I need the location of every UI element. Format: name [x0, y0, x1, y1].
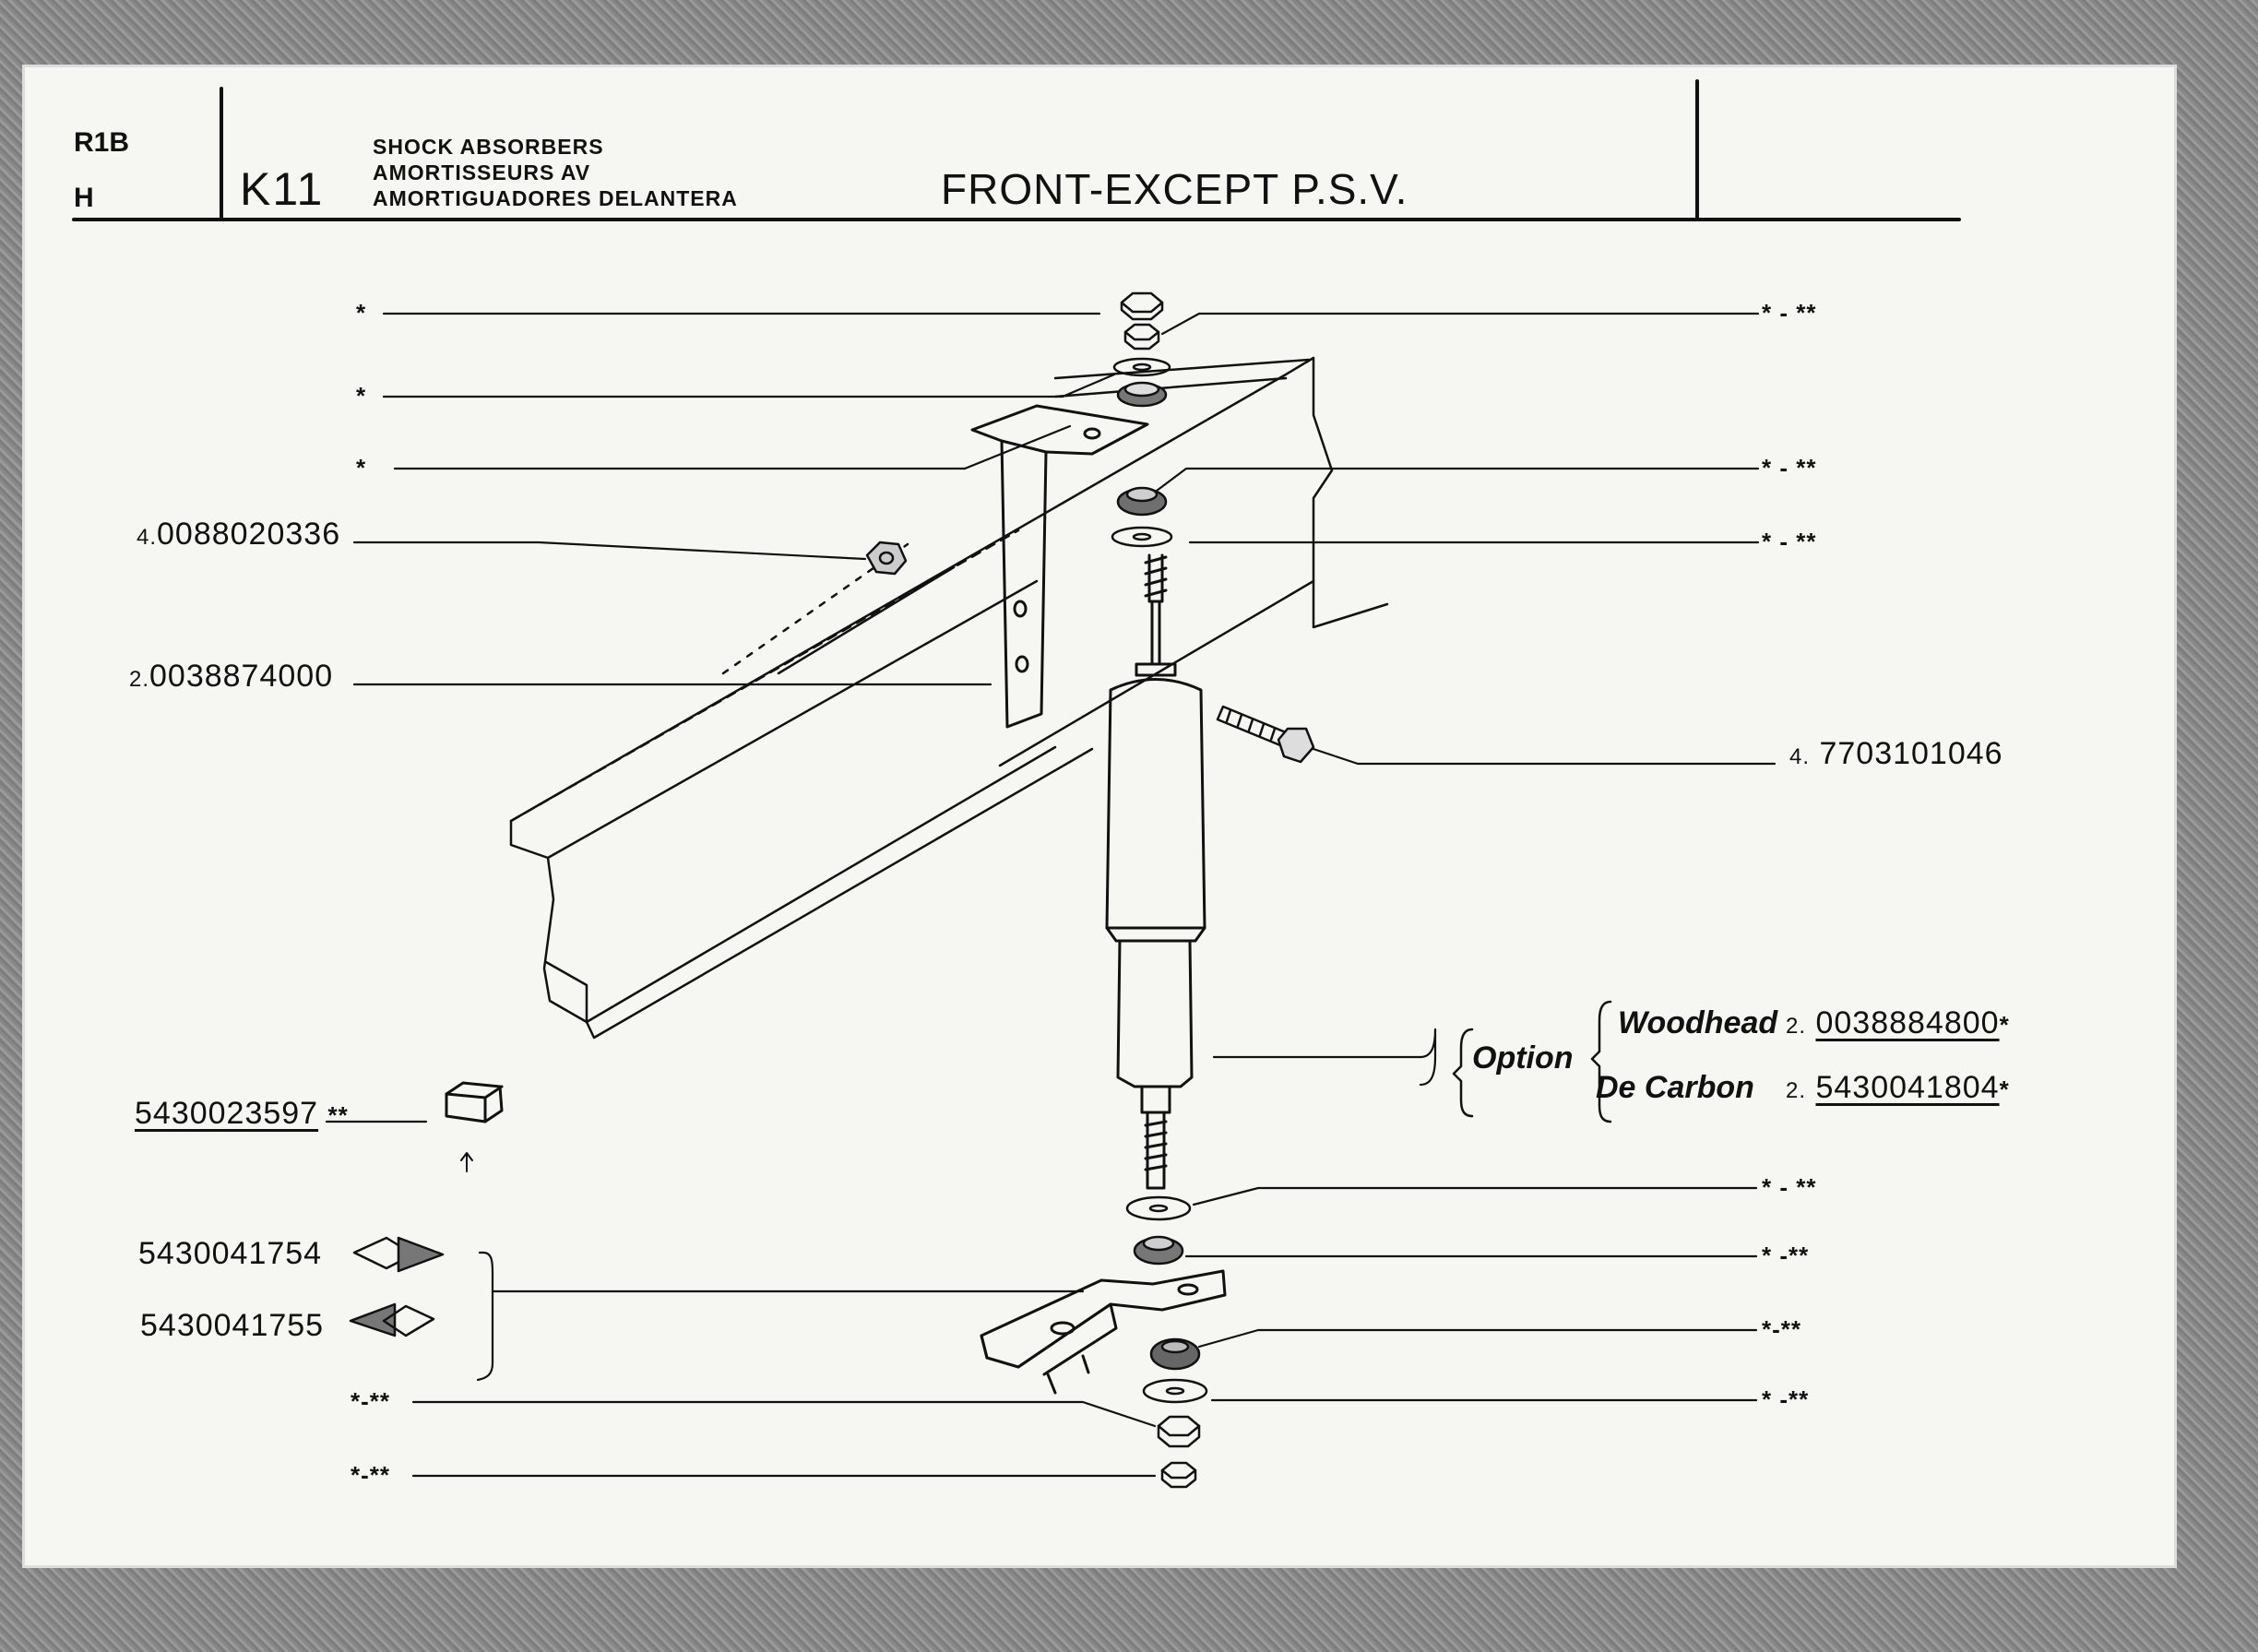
exploded-view-drawing	[72, 79, 1961, 1489]
part-number: 7703101046	[1819, 736, 2003, 771]
upper-bracket	[970, 404, 1149, 729]
part-number: 0088020336	[157, 517, 341, 552]
option-braces	[1452, 1000, 1612, 1123]
marker-left-1: *	[356, 299, 367, 327]
part-number: 0038884800	[1815, 1005, 2000, 1040]
part-label-bolt: 4. 7703101046	[1789, 738, 2003, 769]
part-qty: 2.	[129, 667, 150, 692]
lower-hardware-stack	[1125, 1195, 1208, 1489]
description-es: AMORTIGUADORES DELANTERA	[373, 186, 738, 210]
loose-nut	[865, 541, 908, 576]
marker-right-2: * - **	[1762, 454, 1817, 481]
part-label-rubber-block: 5430023597 **	[135, 1098, 349, 1129]
rubber-block	[445, 1081, 504, 1123]
part-mark: **	[327, 1101, 349, 1129]
chassis-member	[509, 356, 1389, 1040]
side-arrows	[349, 1236, 445, 1337]
marker-right-3: * - **	[1762, 528, 1817, 555]
option-maker-woodhead: Woodhead	[1618, 1005, 1778, 1040]
lower-bracket	[980, 1269, 1227, 1395]
marker-left-4: *-**	[351, 1387, 391, 1415]
upper-hardware-stack	[1111, 291, 1173, 548]
part-qty: 4.	[1789, 744, 1811, 769]
catalog-sheet: R1B H K11 SHOCK ABSORBERS AMORTISSEURS A…	[22, 65, 2177, 1568]
marker-left-3: *	[356, 454, 367, 481]
marker-right-4: * - **	[1762, 1173, 1817, 1201]
part-label-arrow-right: 5430041754	[138, 1236, 323, 1271]
option-maker-decarbon: De Carbon	[1596, 1070, 1754, 1105]
marker-right-1: * - **	[1762, 299, 1817, 327]
part-qty: 2.	[1786, 1078, 1807, 1103]
marker-right-5: * -**	[1762, 1242, 1810, 1269]
marker-right-7: * -**	[1762, 1385, 1810, 1413]
model-code: R1B	[74, 127, 130, 158]
variant-code: H	[74, 183, 94, 213]
option-part-woodhead: 2. 0038884800*	[1786, 1007, 2010, 1039]
part-label-upper-bracket: 2.0038874000	[129, 660, 333, 692]
part-qty: 2.	[1786, 1014, 1807, 1039]
option-part-decarbon: 2. 5430041804*	[1786, 1072, 2010, 1103]
loose-bolt	[1216, 705, 1315, 764]
section-code: K11	[240, 163, 325, 215]
part-qty: 4.	[137, 525, 158, 550]
description-fr: AMORTISSEURS AV	[373, 160, 591, 184]
part-number: 5430041804	[1815, 1070, 2000, 1105]
part-label-nut: 4.0088020336	[137, 518, 340, 550]
description-en: SHOCK ABSORBERS	[373, 135, 604, 159]
page-title: FRONT-EXCEPT P.S.V.	[941, 165, 1408, 213]
leader-lines	[325, 312, 1777, 1478]
part-label-arrow-left: 5430041755	[140, 1308, 325, 1343]
marker-left-5: *-**	[351, 1461, 391, 1489]
shock-absorber	[1105, 553, 1206, 1190]
marker-right-6: *-**	[1762, 1315, 1802, 1343]
part-number: 5430023597	[135, 1096, 319, 1131]
marker-left-2: *	[356, 382, 367, 410]
part-mark: *	[1999, 1076, 2010, 1103]
part-number: 0038874000	[149, 659, 334, 694]
option-label: Option	[1472, 1040, 1574, 1076]
part-mark: *	[1999, 1011, 2010, 1039]
